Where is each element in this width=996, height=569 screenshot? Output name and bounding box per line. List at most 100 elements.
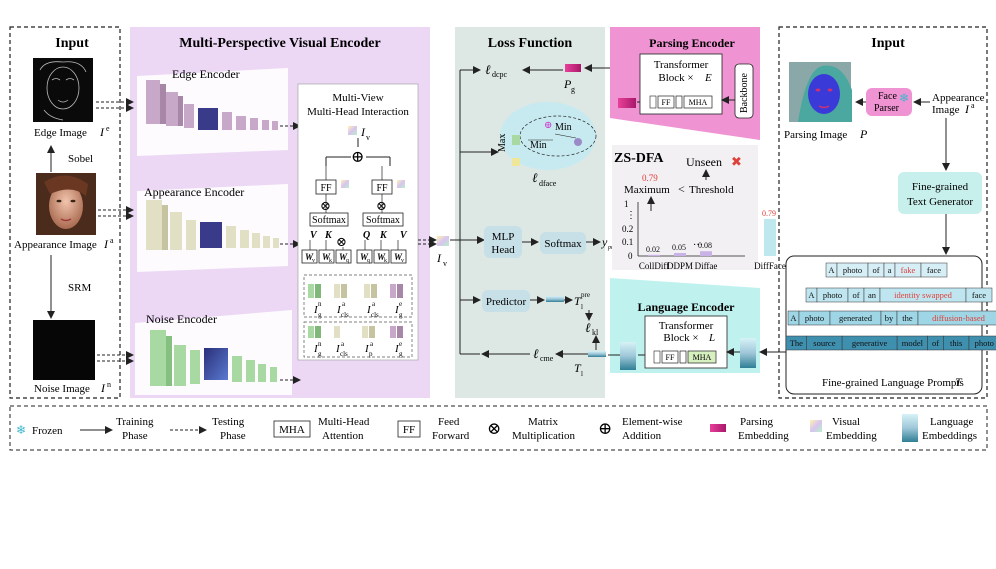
token-group-1: I g n I cls a I cls a I g e	[303, 274, 413, 319]
svg-text:Maximum: Maximum	[624, 184, 670, 196]
prompt-token: photo	[843, 265, 862, 275]
face-parser-box	[866, 88, 912, 116]
prompt-token: A	[828, 265, 835, 275]
bar-ddpm	[674, 253, 686, 256]
svg-text:g: g	[318, 311, 322, 319]
prompt-token: the	[902, 313, 913, 323]
svg-text:kl: kl	[592, 328, 599, 337]
bar-diffface	[764, 218, 776, 256]
svg-text:Embeddings: Embeddings	[922, 430, 977, 442]
svg-text:p: p	[369, 350, 373, 358]
svg-text:Element-wise: Element-wise	[622, 416, 683, 428]
svg-text:I: I	[103, 237, 109, 251]
svg-text:W: W	[339, 252, 348, 262]
svg-text:Max: Max	[497, 134, 508, 152]
prompt-token: a	[888, 265, 892, 275]
svg-text:0.79: 0.79	[642, 173, 658, 183]
prompt-token: face	[927, 265, 941, 275]
edge-image	[33, 58, 93, 122]
unseen-label: Unseen	[686, 155, 722, 169]
svg-text:P: P	[859, 127, 868, 141]
svg-text:W: W	[305, 252, 314, 262]
svg-text:a: a	[372, 300, 376, 308]
language-encoder-panel: Language Encoder Transformer Block × L F…	[608, 278, 760, 373]
prompt-token: identity swapped	[894, 290, 953, 300]
parsing-caption: Parsing Image	[784, 129, 847, 141]
svg-text:I: I	[360, 125, 366, 139]
svg-text:Embedding: Embedding	[826, 430, 877, 442]
svg-text:a: a	[971, 101, 975, 110]
svg-text:V: V	[400, 230, 408, 241]
svg-text:L: L	[708, 332, 715, 344]
lang-embed-right	[740, 338, 756, 368]
frozen-snowflake-icon: ❄	[899, 91, 909, 105]
svg-text:a: a	[341, 340, 345, 348]
legend-otimes-icon: ⊗	[487, 419, 501, 438]
svg-text:dface: dface	[539, 179, 557, 188]
svg-text:Threshold: Threshold	[689, 184, 734, 196]
l-cme: ℓ	[533, 346, 539, 361]
svg-text:k: k	[384, 258, 387, 264]
svg-text:T: T	[955, 375, 963, 389]
right-head: FF ⊗ Softmax Q K V W q W k W v	[356, 166, 408, 264]
left-input-title: Input	[55, 36, 89, 51]
prompt-token: face	[972, 290, 986, 300]
svg-text:e: e	[399, 300, 402, 308]
edge-encoder-label: Edge Encoder	[172, 67, 240, 81]
prompt-token: diffusion-based	[932, 313, 985, 323]
svg-text:Transformer: Transformer	[659, 320, 714, 332]
svg-text:Q: Q	[363, 230, 370, 241]
prompts-caption: Fine-grained Language Prompts	[822, 377, 964, 389]
svg-text:k: k	[329, 258, 332, 264]
svg-text:g: g	[399, 350, 403, 358]
svg-text:Attention: Attention	[322, 430, 364, 442]
svg-text:Addition: Addition	[622, 430, 662, 442]
svg-text:Backbone: Backbone	[739, 72, 750, 113]
svg-text:dcpc: dcpc	[492, 70, 508, 79]
prompt-token: photo	[975, 338, 994, 348]
svg-text:MHA: MHA	[689, 98, 708, 107]
svg-text:Language: Language	[930, 416, 973, 428]
legend-language-embed	[902, 414, 918, 442]
legend-visual-embed	[810, 420, 822, 432]
svg-text:I: I	[100, 381, 106, 395]
category-label-ddpm: DDPM	[667, 261, 693, 271]
svg-text:T: T	[574, 294, 582, 308]
parsing-encoder-panel: Parsing Encoder Transformer Block × E FF…	[610, 27, 760, 140]
text-generator-box	[898, 172, 982, 214]
svg-text:cls: cls	[371, 311, 379, 319]
svg-text:I: I	[336, 304, 342, 316]
mlp-head	[484, 226, 522, 258]
svg-text:Transformer: Transformer	[654, 59, 709, 71]
svg-text:Parsing: Parsing	[740, 416, 774, 428]
svg-text:n: n	[318, 340, 322, 348]
prompt-token: The	[790, 338, 803, 348]
svg-text:P: P	[563, 77, 572, 91]
prompt-token: A	[808, 290, 815, 300]
svg-text:n: n	[107, 380, 111, 389]
legend-oplus-icon: ⊕	[598, 419, 612, 438]
svg-text:W: W	[394, 252, 403, 262]
svg-text:Text Generator: Text Generator	[907, 196, 973, 208]
svg-text:⊕: ⊕	[544, 120, 552, 131]
svg-text:⊗: ⊗	[376, 198, 387, 213]
prompt-row: ThesourcegenerativemodelofthisphotoisDif…	[785, 335, 996, 351]
svg-text:q: q	[367, 258, 370, 264]
prompt-token-box	[917, 310, 996, 326]
l-dcpc: ℓ	[485, 62, 491, 77]
svg-text:cls: cls	[341, 311, 349, 319]
tpre-token	[546, 296, 564, 302]
svg-text:n: n	[318, 300, 322, 308]
zsdfa-title: ZS-DFA	[614, 151, 664, 166]
svg-text:Matrix: Matrix	[528, 416, 558, 428]
bar-diffae	[700, 251, 712, 256]
svg-text:q: q	[346, 258, 349, 264]
svg-text:Softmax: Softmax	[366, 215, 400, 226]
svg-text:…: …	[693, 237, 703, 248]
pg-token	[565, 64, 581, 72]
cross-icon: ✖	[731, 154, 742, 169]
legend: ❄ Frozen Training Phase Testing Phase MH…	[9, 405, 988, 451]
